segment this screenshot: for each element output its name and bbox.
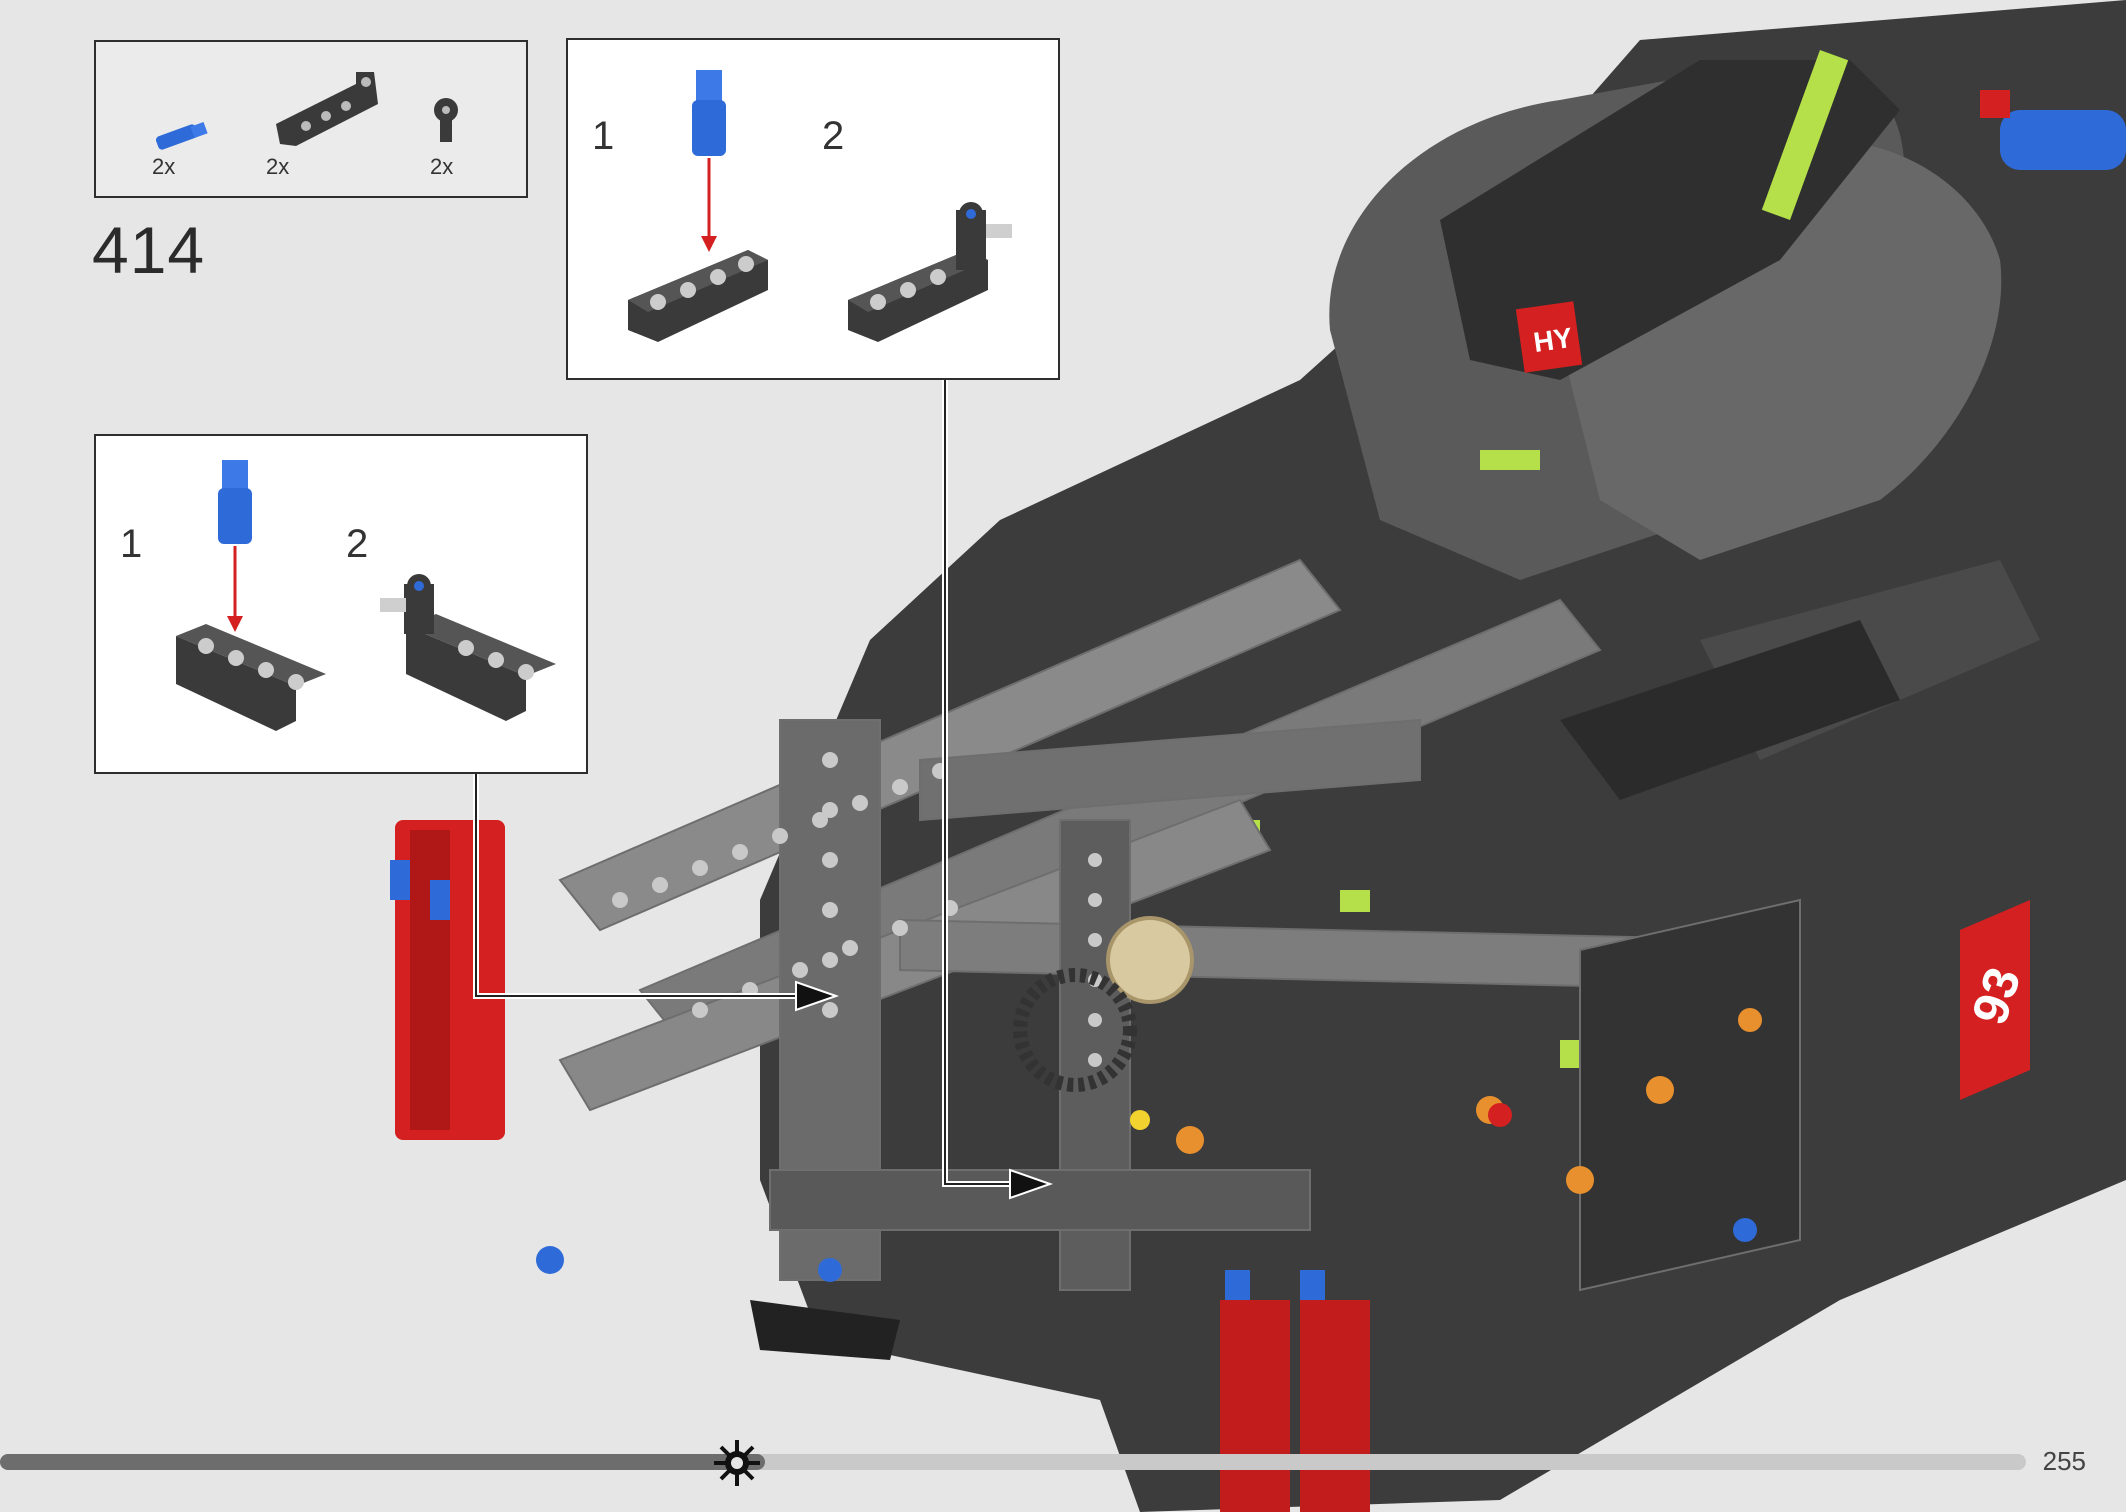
subassembly-left: 1 2	[94, 434, 588, 774]
arrow-top	[1009, 1168, 1054, 1200]
gear-tan	[1106, 916, 1194, 1004]
sun-icon	[714, 1440, 760, 1486]
beam-holes	[612, 752, 1102, 1067]
sub-left-step1-illustration	[176, 460, 326, 731]
parts-list: 2x 2x 2x	[94, 40, 528, 198]
hy-decal: HY	[1531, 322, 1574, 358]
substep-number: 1	[120, 522, 143, 566]
step-number: 414	[92, 213, 206, 287]
red-shock-bottom	[1220, 1270, 1370, 1512]
sub-left-step2-illustration	[380, 574, 556, 721]
part-qty: 2x	[430, 154, 454, 179]
substep-number: 2	[822, 114, 845, 158]
progress-fill	[0, 1454, 766, 1470]
substep-number: 1	[592, 114, 615, 158]
black-bracket	[750, 1300, 900, 1360]
leader-line-left-inner	[475, 772, 828, 997]
black-l-beam-icon	[276, 72, 378, 146]
chassis-frame	[558, 558, 1801, 1292]
subassembly-top: 1 2	[566, 38, 1060, 380]
part-qty: 2x	[266, 154, 290, 179]
gear-dark	[1013, 968, 1137, 1092]
sub-top-step2-illustration	[848, 202, 1012, 342]
part-qty: 2x	[152, 154, 176, 179]
blue-axle-pin-icon	[155, 121, 208, 150]
substep-number: 2	[346, 522, 369, 566]
red-shock-left	[390, 820, 505, 1140]
sub-top-step1-illustration	[628, 70, 768, 342]
connectors	[536, 1008, 1762, 1282]
black-pin-connector-icon	[434, 98, 458, 142]
page-number: 255	[2042, 1446, 2086, 1476]
arrow-left	[795, 980, 840, 1012]
